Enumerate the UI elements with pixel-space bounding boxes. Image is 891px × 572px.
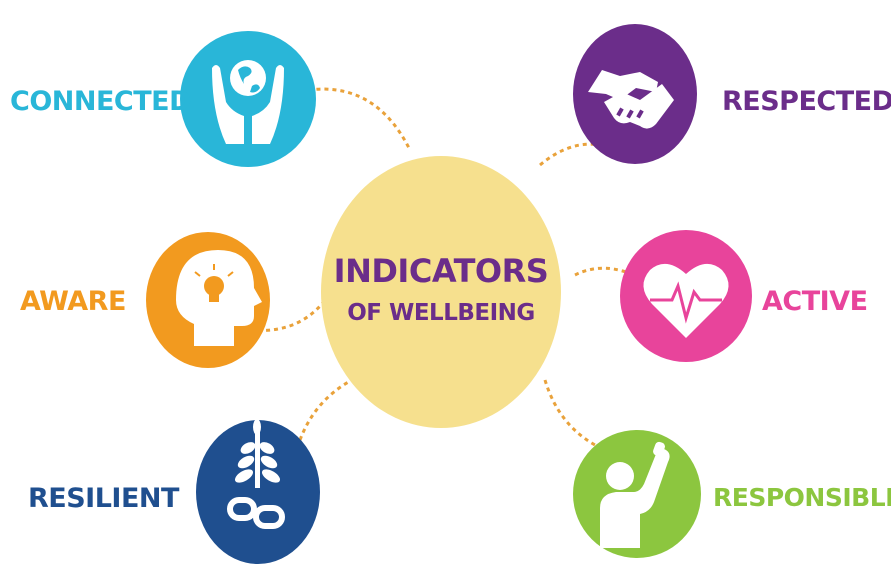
connector-respected: [539, 142, 601, 167]
connector-resilient: [298, 378, 353, 441]
label-active: ACTIVE: [762, 286, 868, 317]
label-responsible: RESPONSIBLE: [713, 483, 891, 512]
connector-responsible: [543, 379, 606, 452]
node-respected: [573, 24, 697, 164]
person-raising-hand-icon: [600, 441, 670, 548]
connector-active: [574, 266, 641, 280]
node-resilient: [196, 419, 320, 564]
plant-and-chain-icon: [227, 419, 285, 529]
label-connected: CONNECTED: [10, 86, 192, 117]
handshake-icon: [588, 70, 674, 129]
center-title: INDICATORS: [333, 252, 549, 290]
label-resilient: RESILIENT: [28, 483, 179, 514]
head-with-lightbulb-icon: [176, 250, 262, 346]
node-active: [620, 230, 752, 362]
label-aware: AWARE: [20, 286, 126, 317]
node-aware: [146, 232, 270, 368]
label-respected: RESPECTED: [722, 86, 891, 117]
center-circle: [321, 156, 561, 428]
hands-holding-globe-icon: [212, 60, 284, 144]
node-responsible: [573, 430, 701, 558]
center-subtitle: OF WELLBEING: [347, 300, 535, 326]
heart-heartbeat-icon: [643, 263, 729, 338]
node-connected: [180, 31, 316, 167]
